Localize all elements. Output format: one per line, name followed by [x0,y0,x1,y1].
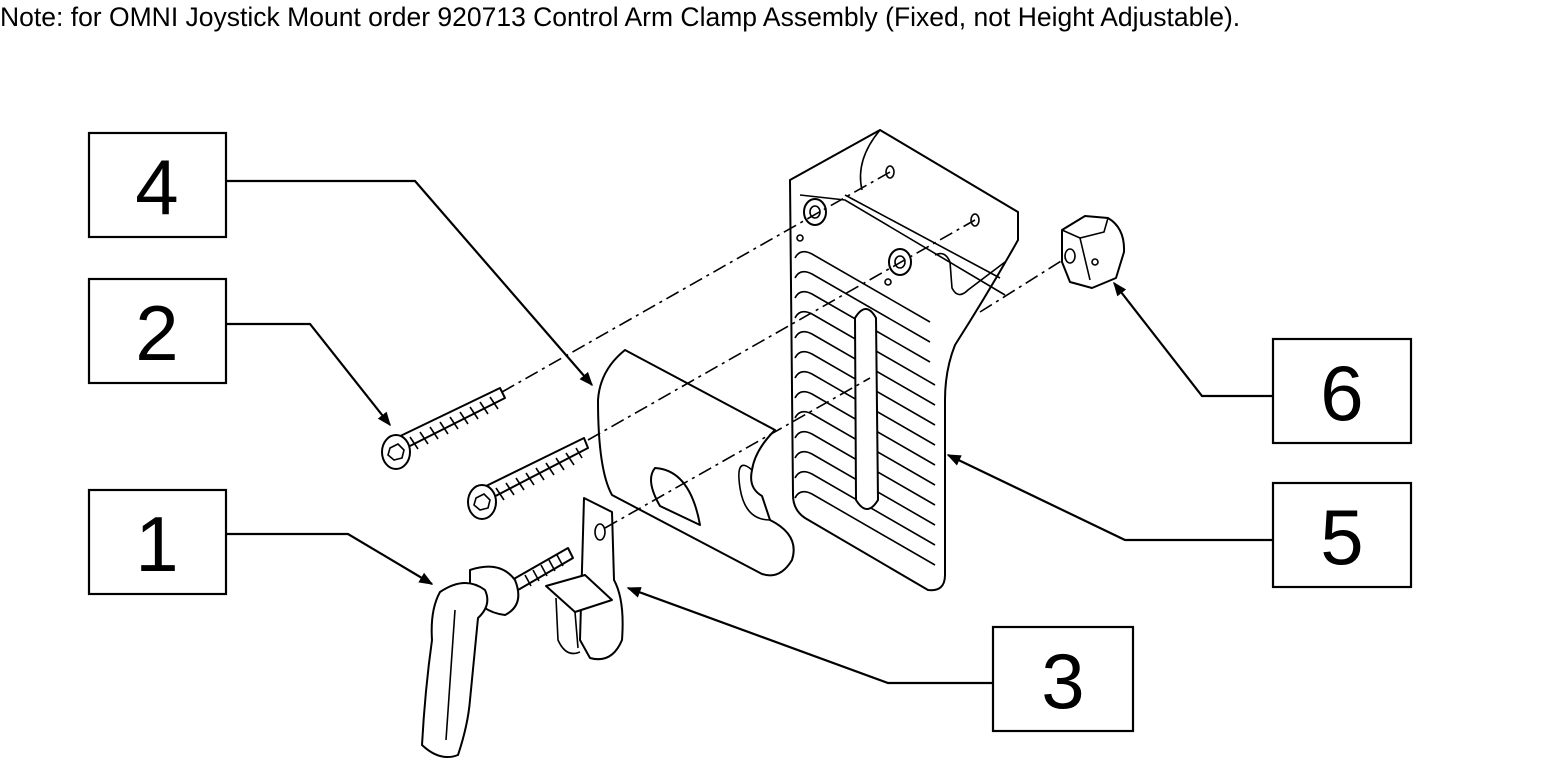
callout-2: 2 [87,277,228,385]
callout-3: 3 [991,625,1135,733]
back-plate-part [789,129,1019,592]
nut-part [1061,215,1126,289]
callout-label: 6 [1320,349,1363,437]
callout-label: 1 [135,500,178,588]
callout-6: 6 [1271,337,1413,445]
callout-label: 2 [135,289,178,377]
screw-part-upper [381,387,506,470]
diagram-note: Note: for OMNI Joystick Mount order 9207… [0,2,1241,32]
callout-label: 3 [1041,637,1084,725]
callout-label: 5 [1320,493,1363,581]
callout-5: 5 [1271,481,1413,589]
callout-label: 4 [135,143,178,231]
clamp-lever-part [421,547,574,758]
leader-lines [226,179,1273,685]
tab-bracket-part [545,497,624,661]
callout-4: 4 [87,131,228,239]
callout-1: 1 [87,488,228,596]
screw-part-lower [467,437,589,520]
clamp-bracket-part [597,349,795,577]
